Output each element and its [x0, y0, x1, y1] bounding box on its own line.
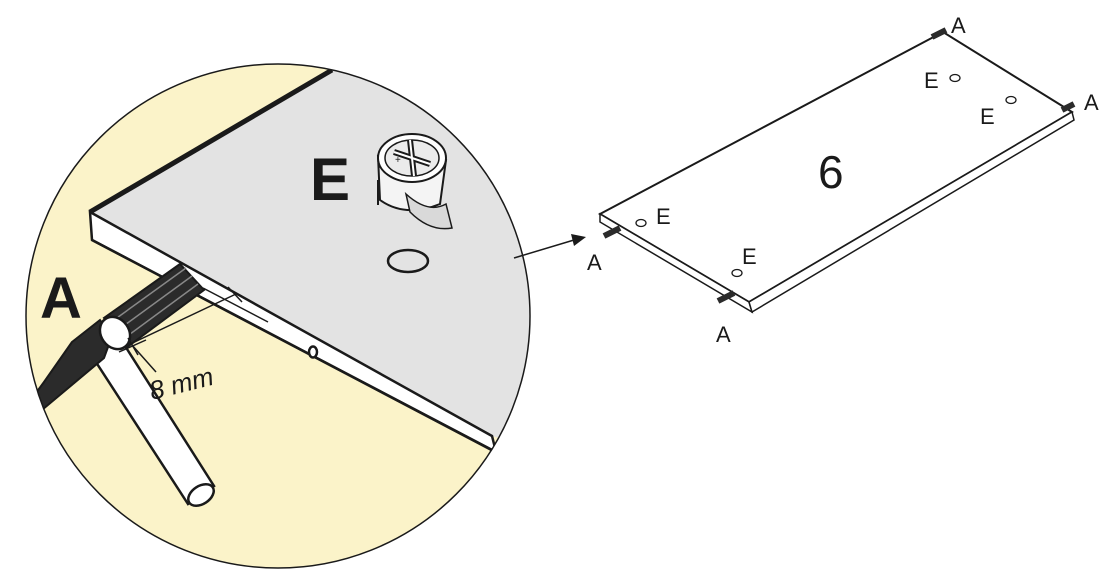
panel-camlock-label: E — [980, 104, 995, 129]
panel-camlock-label: E — [924, 68, 939, 93]
panel-camlock-label: E — [742, 244, 757, 269]
panel-dowel-label: A — [951, 13, 966, 38]
svg-text:+: + — [395, 155, 401, 166]
camlock-e-label: E — [310, 146, 350, 213]
board-back-edge — [88, 67, 334, 215]
part-number: 6 — [818, 146, 844, 198]
panel-dowel-label: A — [587, 250, 602, 275]
detail-magnifier: + A E 8 mm — [25, 63, 531, 569]
dowel-a-label: A — [40, 266, 82, 331]
panel-dowel-label: A — [1084, 90, 1099, 115]
panel-6: 6 A A A A E E E E — [587, 13, 1099, 347]
panel-dowels — [602, 27, 1076, 304]
panel-cam-holes — [635, 73, 1017, 278]
dowel-hole — [307, 345, 319, 359]
camlock-e-fitting: + — [376, 133, 453, 230]
pointer-arrow — [513, 234, 586, 259]
dimension-8mm — [118, 286, 269, 373]
dowel-a — [98, 262, 206, 351]
panel-dowel-label: A — [716, 322, 731, 347]
camlock-hole — [386, 248, 430, 274]
panel-camlock-label: E — [656, 204, 671, 229]
